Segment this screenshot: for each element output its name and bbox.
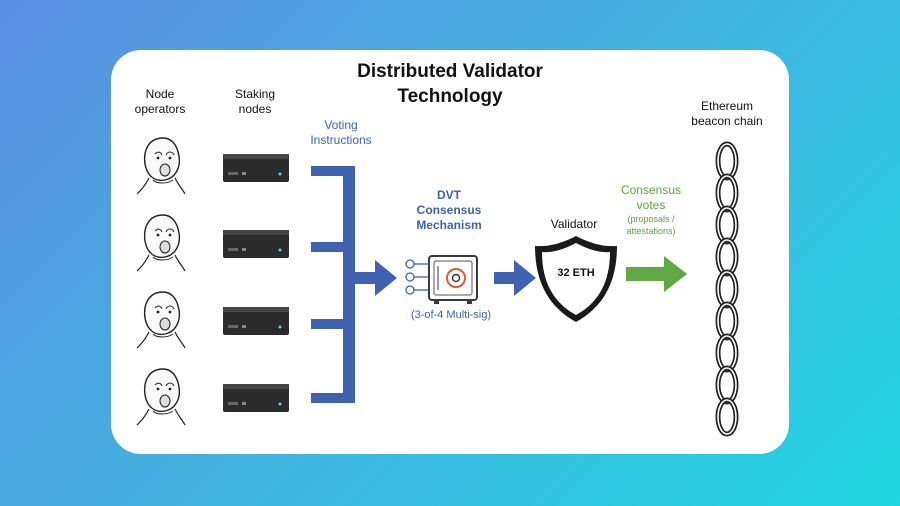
shield-icon (535, 236, 617, 322)
voting-label-line2: Instructions (310, 133, 372, 147)
vault-icon (428, 255, 478, 304)
operator-face-icon-2 (136, 214, 186, 272)
dvt-label-line1: DVT (437, 188, 461, 202)
diagram-title-line1: Distributed Validator (357, 61, 543, 82)
voting-label-line1: Voting (324, 118, 358, 132)
eth-amount: 32 ETH (557, 267, 594, 279)
operator-face-icon-1 (136, 137, 186, 195)
consensus-label-line1: Consensus (620, 183, 682, 197)
diagram-card: Distributed Validator Technology Node op… (111, 50, 789, 454)
staking-nodes-label-line1: Staking (234, 87, 276, 101)
validator-arrow (494, 260, 536, 296)
staking-node-icon-3 (223, 307, 289, 335)
voting-instructions-label: Voting Instructions (297, 118, 385, 148)
staking-node-icon-1 (223, 154, 289, 182)
consensus-label-line4: attestations) (626, 226, 676, 236)
consensus-arrow (626, 256, 687, 292)
dvt-consensus-label: DVT Consensus Mechanism (399, 188, 499, 233)
node-operators-label: Node operators (125, 87, 195, 117)
node-operators-label-line1: Node (145, 87, 175, 101)
operator-face-icon-3 (136, 291, 186, 349)
diagram-graphics: 32 ETH (136, 137, 789, 454)
diagram-title-line2: Technology (397, 86, 503, 107)
beacon-label-line1: Ethereum (700, 99, 754, 113)
consensus-votes-label: Consensus votes (proposals / attestation… (606, 183, 696, 237)
multisig-label: (3-of-4 Multi-sig) (410, 309, 492, 321)
beacon-chain-label: Ethereum beacon chain (681, 99, 773, 129)
voting-connector (311, 166, 397, 403)
dvt-label-line3: Mechanism (416, 218, 482, 232)
operator-face-icon-4 (136, 368, 186, 426)
staking-node-icon-4 (223, 384, 289, 412)
staking-nodes-label-line2: nodes (238, 102, 272, 116)
beacon-label-line2: beacon chain (691, 114, 763, 128)
validator-label: Validator (550, 217, 598, 231)
node-operators-label-line2: operators (134, 102, 186, 116)
dvt-label-line2: Consensus (416, 203, 482, 217)
beacon-chain-icon (718, 144, 736, 434)
keys-icon (405, 259, 429, 295)
staking-nodes-label: Staking nodes (219, 87, 291, 117)
consensus-label-line2: votes (636, 198, 666, 212)
staking-node-icon-2 (223, 230, 289, 258)
consensus-label-line3: (proposals / (627, 214, 675, 224)
